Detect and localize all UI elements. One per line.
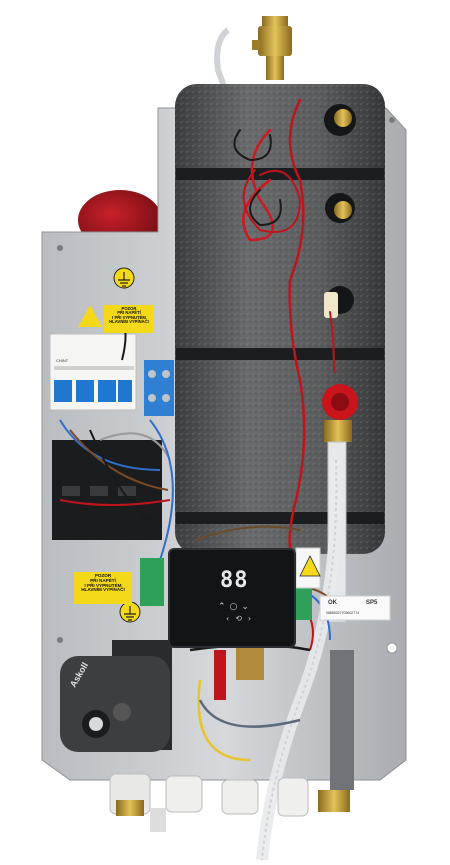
circuit-breakers: [49, 333, 137, 411]
control-board: [140, 547, 321, 620]
insulated-heat-exchanger: [175, 84, 385, 554]
display-readout: 88: [220, 568, 249, 593]
warning-line: PŘI NAPĚTÍ: [90, 577, 116, 583]
warning-line: PŘI NAPĚTÍ: [117, 310, 141, 316]
warning-line: POZOR: [94, 573, 112, 578]
sticker-text: OK: [328, 600, 337, 606]
ground-symbol: [113, 267, 141, 623]
warning-line: I PŘI VYPNUTÉM: [84, 582, 122, 588]
serial-sticker: [319, 595, 391, 621]
warning-label-top: POZOR PŘI NAPĚTÍ I PŘI VYPNUTÉM HLAVNÍM …: [104, 305, 154, 333]
sticker-code: SP5: [366, 600, 378, 606]
contactors: [52, 440, 162, 540]
warning-line: I PŘI VYPNUTÉM: [112, 314, 146, 320]
terminal-block: [144, 360, 174, 416]
hazard-icon: [78, 305, 102, 327]
warning-line: POZOR: [121, 306, 137, 311]
top-valve: [214, 16, 292, 94]
drain-hose: [256, 459, 343, 861]
breaker-brand: CHINT: [56, 358, 69, 363]
control-display: 88 ⌃○⌄ ‹⟲›: [168, 548, 296, 648]
circulation-pump: [60, 640, 172, 752]
display-button-row-2: ‹⟲›: [226, 614, 258, 623]
warning-line: HLAVNÍM VYPÍNAČI: [81, 587, 125, 593]
heating-wires: [195, 98, 335, 550]
warning-label-bottom: POZOR PŘI NAPĚTÍ I PŘI VYPNUTÉM HLAVNÍM …: [74, 572, 132, 604]
bottom-fittings: [109, 773, 309, 832]
warning-line: HLAVNÍM VYPÍNAČI: [109, 319, 149, 325]
sticker-serial: 08865327709602774: [326, 611, 360, 615]
display-button-row: ⌃○⌄: [218, 602, 253, 612]
